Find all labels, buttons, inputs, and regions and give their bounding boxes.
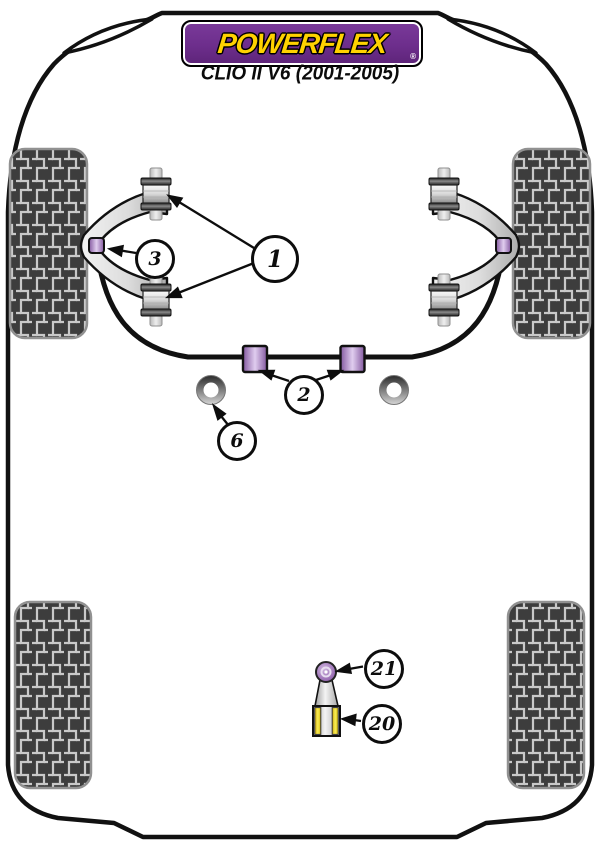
left-headlight-outline: [62, 17, 154, 55]
gear-linkage-yellow-bush-left: [314, 707, 322, 735]
callout-circle-3: 3: [135, 239, 175, 279]
callout-20-label: 20: [368, 713, 396, 735]
anti-roll-bar: [94, 247, 506, 360]
callout-1-arrowhead-upper: [166, 194, 184, 209]
callout-2-arrow-left: [270, 373, 290, 383]
callout-circle-1: 1: [251, 235, 299, 283]
subframe-ring-right: [379, 375, 409, 405]
callout-1-label: 1: [266, 245, 283, 273]
anti-roll-bar-bush-right: [339, 344, 366, 374]
callout-3-arrowhead: [106, 244, 125, 258]
callout-1-arrow-lower: [177, 261, 255, 295]
callout-arrows: [106, 194, 364, 727]
callout-6-label: 6: [230, 430, 244, 452]
callout-2-arrowhead-left: [257, 369, 276, 381]
callout-21-label: 21: [370, 658, 398, 680]
gear-linkage-assembly: [312, 661, 341, 737]
inner-track-bush-right: [495, 237, 512, 254]
callout-3-arrow: [120, 249, 137, 255]
callout-1-arrow-upper: [178, 201, 255, 249]
ball-joint-center: [324, 670, 328, 674]
callout-2-label: 2: [297, 384, 311, 406]
model-title: CLIO II V6 (2001-2005): [200, 62, 400, 85]
tire-rear-left: [13, 600, 93, 790]
tire-front-left: [8, 147, 89, 340]
right-headlight-outline: [446, 17, 538, 55]
inner-track-bush-left: [88, 237, 105, 254]
registered-trademark-symbol: ®: [410, 52, 416, 61]
callout-circle-21: 21: [364, 649, 404, 689]
callout-20-arrowhead: [339, 713, 357, 727]
callout-21-arrowhead: [334, 662, 353, 675]
callout-3-label: 3: [148, 248, 162, 270]
callout-circle-20: 20: [362, 704, 402, 744]
callout-1-arrowhead-lower: [165, 286, 183, 299]
callout-2-arrowhead-right: [326, 369, 345, 381]
callout-21-arrow: [348, 665, 364, 671]
powerflex-logo-text: POWERFLEX: [216, 27, 388, 59]
ball-joint-ring: [320, 666, 332, 678]
callout-6-arrowhead: [211, 403, 227, 421]
tire-front-right: [511, 147, 592, 340]
subframe-ring-left: [196, 375, 226, 405]
gear-linkage-yellow-bush-right: [331, 707, 339, 735]
tire-rear-right: [506, 600, 586, 790]
powerflex-logo: POWERFLEX ®: [181, 20, 423, 67]
car-body-outline: [5, 10, 595, 840]
callout-circle-2: 2: [284, 375, 324, 415]
anti-roll-bar-bush-left: [241, 344, 269, 374]
callout-circle-6: 6: [217, 421, 257, 461]
